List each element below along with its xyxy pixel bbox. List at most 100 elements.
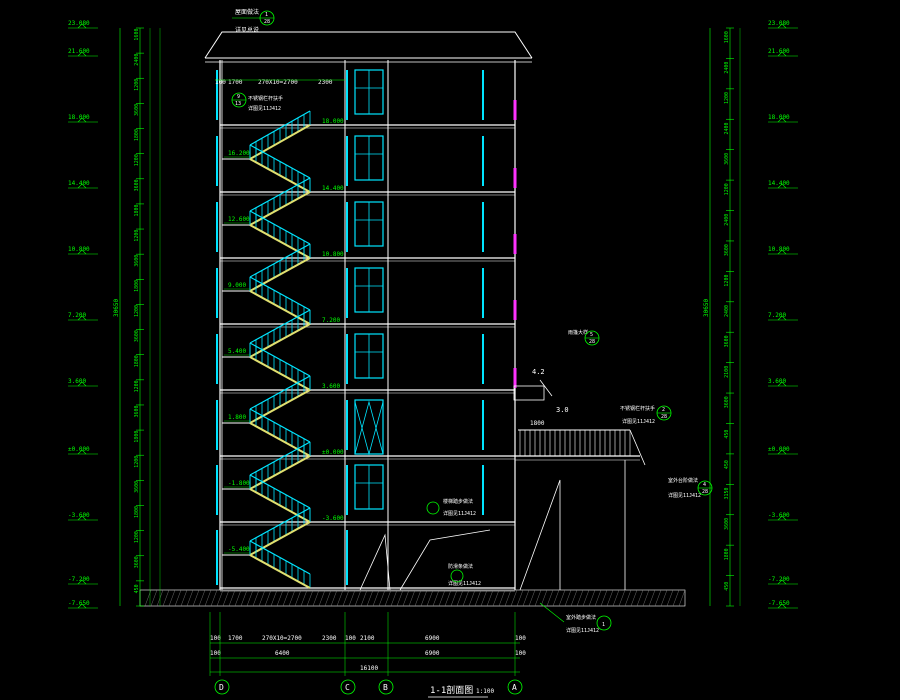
handrail: [249, 144, 311, 179]
ground-hatch: [402, 589, 410, 607]
dimension-lines: 1600240012003600180012003600180012003600…: [113, 27, 741, 676]
elevation-label: -3.600: [68, 512, 90, 519]
stringer: [249, 554, 311, 589]
annotation-outdoor-steps: 室外台阶做法 详图见11J412 4 28: [668, 477, 713, 499]
stringer: [249, 455, 311, 490]
elevation-label: 10.800: [768, 246, 790, 253]
svg-text:详图见11J412: 详图见11J412: [248, 105, 281, 112]
bottom-total: 16100: [360, 665, 378, 672]
dim-text: 1200: [134, 531, 140, 543]
ground-hatch: [366, 589, 374, 607]
stair-flight: [249, 441, 311, 490]
ground-hatch: [258, 589, 266, 607]
dim-text: 1800: [134, 204, 140, 216]
dim-text: 1200: [724, 183, 730, 195]
floor-label: 18.000: [322, 118, 344, 125]
ground-hatch: [204, 589, 212, 607]
stair-flights: [249, 110, 311, 589]
axis-label: C: [345, 683, 350, 692]
elevation-label: 21.600: [768, 48, 790, 55]
floor-label: ±0.000: [322, 449, 344, 456]
ground-hatch: [654, 589, 662, 607]
elevation-label: ±0.000: [768, 446, 790, 453]
ground-hatch: [576, 589, 584, 607]
landing-label: -5.400: [228, 546, 250, 553]
dim-text: 1800: [134, 431, 140, 443]
ground-hatch: [162, 589, 170, 607]
elevation-label: 21.600: [68, 48, 90, 55]
terrace-railing: [518, 429, 631, 456]
stringer: [249, 488, 311, 523]
elevation-triangle: [777, 183, 787, 189]
ground-hatch: [300, 589, 308, 607]
svg-text:室外踏步做法: 室外踏步做法: [566, 614, 596, 621]
elevation-triangle: [77, 51, 87, 57]
ground-hatch: [504, 589, 512, 607]
elevation-label: 10.800: [68, 246, 90, 253]
ground-hatch: [642, 589, 650, 607]
elevation-label: 3.600: [68, 378, 86, 385]
floor-label: 3.600: [322, 383, 340, 390]
stringer: [249, 257, 311, 292]
bottom-dim: 270X10=2700: [262, 635, 302, 642]
svg-text:详图见11J412: 详图见11J412: [443, 510, 476, 517]
svg-text:4: 4: [703, 482, 706, 488]
elevation-triangle: [77, 23, 87, 29]
bottom-dim: 6900: [425, 650, 440, 657]
axis-bubble: [378, 679, 394, 695]
dim-text: 1200: [134, 456, 140, 468]
svg-text:3.0: 3.0: [556, 406, 569, 414]
elevation-label: -7.200: [768, 576, 790, 583]
dim-text: 2400: [724, 62, 730, 74]
ramp-line: [359, 533, 391, 591]
handrail: [249, 309, 311, 344]
elevation-triangle: [777, 449, 787, 455]
landing-label: 1.800: [228, 414, 246, 421]
handrail: [249, 540, 311, 575]
elevation-triangle: [77, 515, 87, 521]
ground-hatch: [486, 589, 494, 607]
ground-hatch: [420, 589, 428, 607]
handrail: [249, 474, 311, 509]
annotation-stair-rail: 9 13 不锈钢栏杆扶手 详图见11J412: [231, 92, 283, 112]
annotation-roof: 屋面做法 详见总说 1 28: [232, 8, 275, 34]
ground-hatch: [330, 589, 338, 607]
ground-hatch: [678, 589, 686, 607]
ground-hatch: [672, 589, 680, 607]
dim-text: 3600: [134, 556, 140, 568]
roof-outline: [204, 31, 533, 59]
dim-text: 1800: [134, 355, 140, 367]
dim-text: 3600: [724, 153, 730, 165]
svg-text:13: 13: [235, 101, 241, 107]
ground-hatch: [234, 589, 242, 607]
stringer: [249, 389, 311, 424]
ground-hatch: [600, 589, 608, 607]
dim-text: 2400: [724, 214, 730, 226]
ground-hatch: [624, 589, 632, 607]
elevation-label: 23.080: [68, 20, 90, 27]
dim-text: 3600: [724, 518, 730, 530]
ground-hatch: [186, 589, 194, 607]
ground-hatch: [288, 589, 296, 607]
elevation-triangle: [77, 579, 87, 585]
axis-label: A: [512, 683, 517, 692]
elevation-triangle: [777, 381, 787, 387]
elevation-triangle: [777, 51, 787, 57]
dim-text: 3600: [134, 255, 140, 267]
elevation-triangle: [77, 449, 87, 455]
ground-hatch: [264, 589, 272, 607]
elevation-label: 23.080: [768, 20, 790, 27]
elevation-label: -7.650: [68, 600, 90, 607]
ground-hatch: [390, 589, 398, 607]
elevation-triangle: [777, 117, 787, 123]
door-swing: [354, 401, 384, 456]
ground-hatch: [378, 589, 386, 607]
bottom-dim: 100: [515, 650, 526, 657]
ground-hatch: [612, 589, 620, 607]
annotation-outdoor-tread: 室外踏步做法 详图见11J412 1: [539, 602, 612, 634]
bottom-dim: 100: [210, 635, 221, 642]
ground-hatch: [432, 589, 440, 607]
ground-hatch: [384, 589, 392, 607]
ground-hatch: [210, 589, 218, 607]
dim-text: 3600: [134, 330, 140, 342]
